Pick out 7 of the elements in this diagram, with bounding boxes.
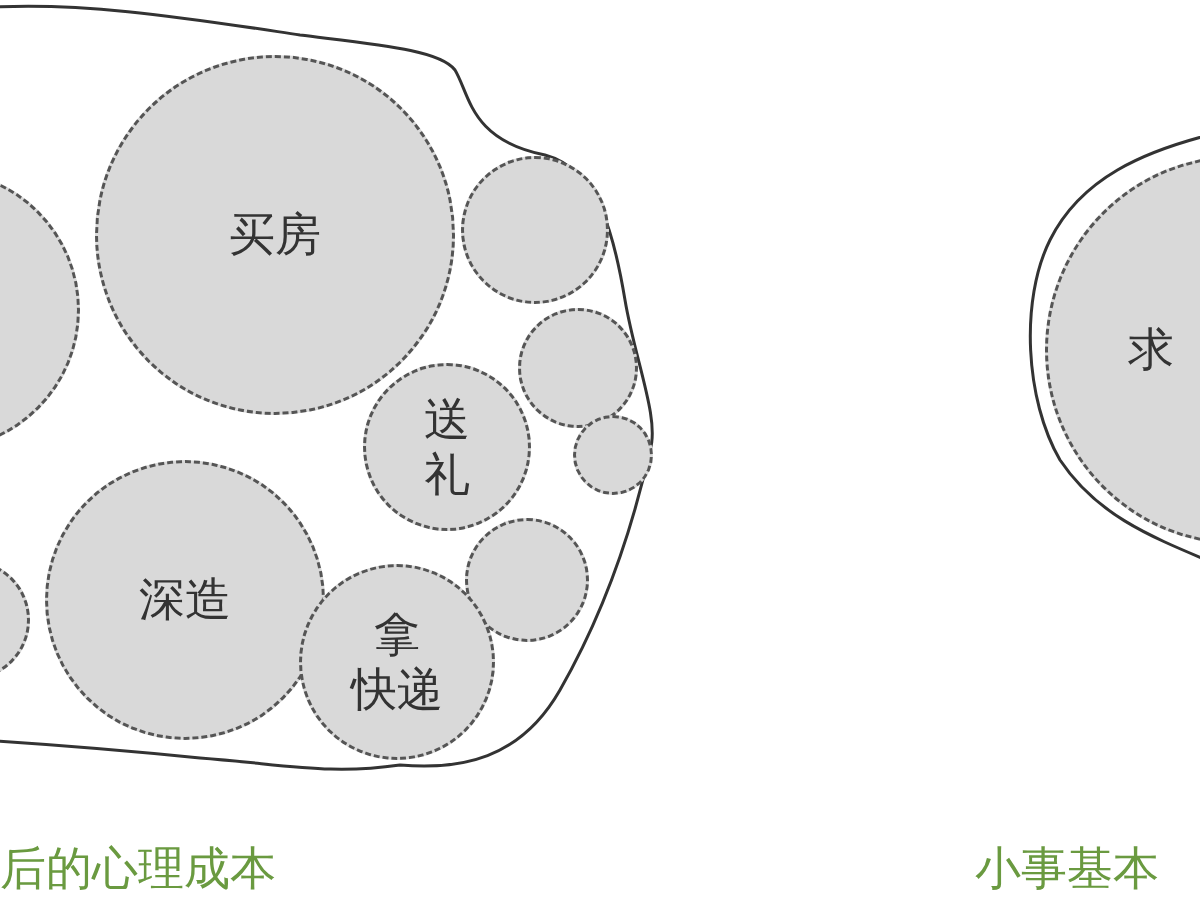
circle-label: 拿快递 xyxy=(351,606,443,718)
caption-text: 小事基本 xyxy=(975,840,1159,897)
caption-text: 后的心理成本 xyxy=(0,840,276,897)
circle-label: 深造 xyxy=(139,572,231,628)
circle-label: 买房 xyxy=(229,207,321,263)
circle-label: 求 xyxy=(1128,322,1174,378)
circle-label: 送礼 xyxy=(424,391,470,503)
